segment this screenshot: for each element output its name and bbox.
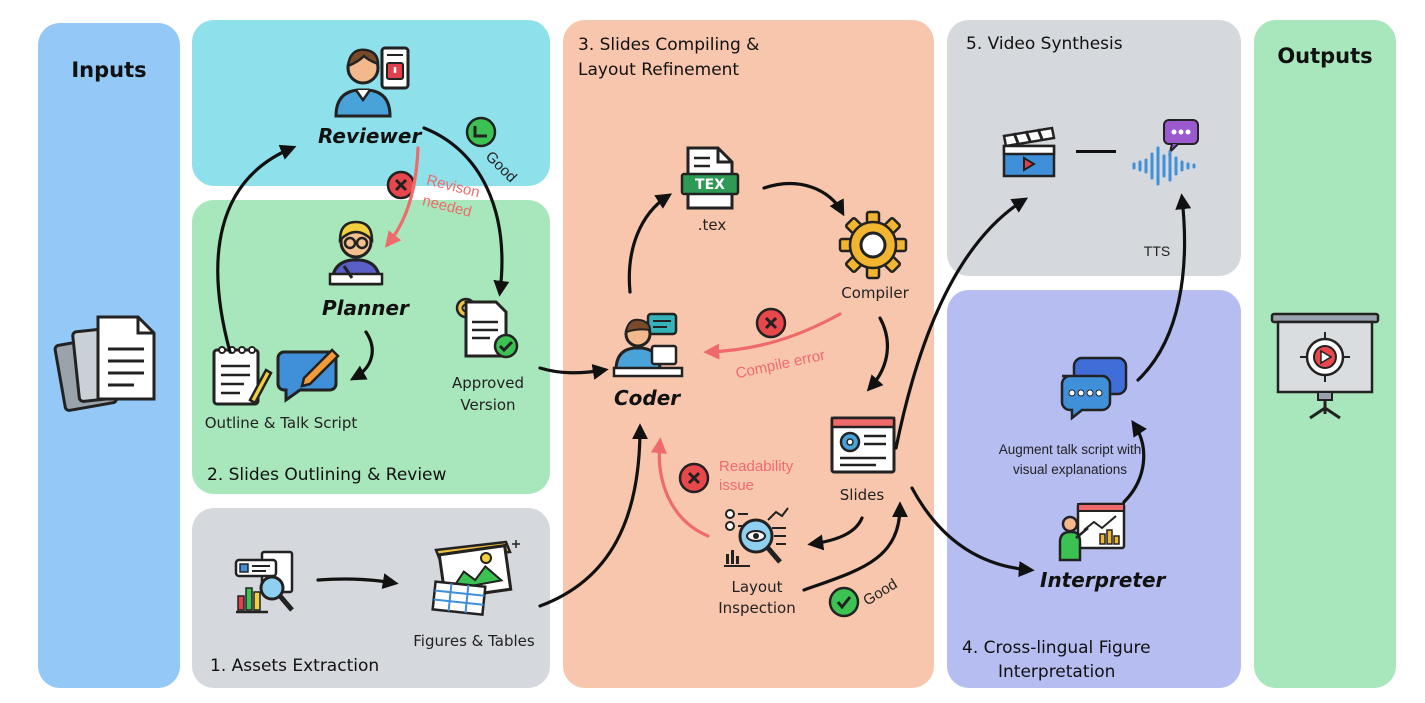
video-clapper-icon bbox=[1002, 126, 1056, 178]
presenter-chart-icon bbox=[1058, 502, 1126, 562]
interpreter-label: Interpreter bbox=[1040, 568, 1166, 592]
readability-label-1: Readability bbox=[719, 458, 794, 475]
revision-error-icon bbox=[386, 170, 416, 200]
audio-wave-icon bbox=[1132, 119, 1199, 186]
compile-error-icon bbox=[755, 307, 787, 339]
report-magnifier-icon bbox=[234, 550, 294, 614]
coder-label: Coder bbox=[614, 386, 681, 410]
readability-label-2: issue bbox=[719, 477, 755, 494]
approved-label-1: Approved bbox=[452, 374, 524, 392]
outputs-title: Outputs bbox=[1277, 44, 1373, 68]
compiling-title-line1: 3. Slides Compiling & bbox=[578, 35, 760, 55]
figures-label: Figures & Tables bbox=[413, 632, 535, 650]
layout-label-2: Inspection bbox=[718, 599, 796, 617]
gear-icon bbox=[838, 210, 908, 280]
video-title: 5. Video Synthesis bbox=[966, 34, 1123, 54]
good-check-icon bbox=[465, 116, 497, 148]
notepad-icon bbox=[212, 346, 273, 406]
coder-person-icon bbox=[612, 312, 684, 378]
approved-label-2: Version bbox=[460, 396, 516, 414]
readability-error-icon bbox=[678, 462, 710, 494]
outlining-title: 2. Slides Outlining & Review bbox=[207, 465, 447, 485]
tts-label: TTS bbox=[1143, 243, 1171, 259]
planner-label: Planner bbox=[322, 296, 409, 320]
video-audio-connector bbox=[1076, 150, 1116, 153]
interpretation-title-line2: Interpretation bbox=[998, 662, 1116, 682]
outline-label: Outline & Talk Script bbox=[204, 414, 358, 432]
projector-screen-icon bbox=[1270, 312, 1380, 420]
speech-bubble-icon bbox=[276, 348, 340, 403]
inspection-eye-icon bbox=[724, 507, 789, 567]
documents-stack-icon bbox=[53, 315, 156, 412]
chat-bubbles-icon bbox=[1060, 356, 1128, 421]
slides-label: Slides bbox=[839, 486, 885, 504]
figures-folder-icon bbox=[431, 540, 520, 617]
augment-label-1: Augment talk script with bbox=[998, 442, 1142, 457]
layout-good-check-icon bbox=[828, 586, 860, 618]
interpretation-panel bbox=[947, 290, 1241, 688]
augment-label-2: visual explanations bbox=[1012, 462, 1128, 477]
tex-label: .tex bbox=[697, 216, 727, 234]
interpretation-title-line1: 4. Cross-lingual Figure bbox=[962, 638, 1151, 658]
assets-title: 1. Assets Extraction bbox=[210, 656, 380, 676]
svg-text:TEX: TEX bbox=[695, 177, 725, 193]
planner-person-icon bbox=[328, 220, 384, 286]
compiler-label: Compiler bbox=[841, 284, 909, 302]
reviewer-person-icon bbox=[334, 46, 410, 118]
slides-board-icon bbox=[830, 416, 896, 474]
approved-document-icon bbox=[455, 297, 519, 359]
tex-file-icon: TEX bbox=[680, 146, 740, 210]
reviewer-label: Reviewer bbox=[318, 124, 422, 148]
compiling-title-line2: Layout Refinement bbox=[578, 60, 740, 80]
inputs-title: Inputs bbox=[71, 58, 147, 82]
layout-label-1: Layout bbox=[731, 578, 783, 596]
